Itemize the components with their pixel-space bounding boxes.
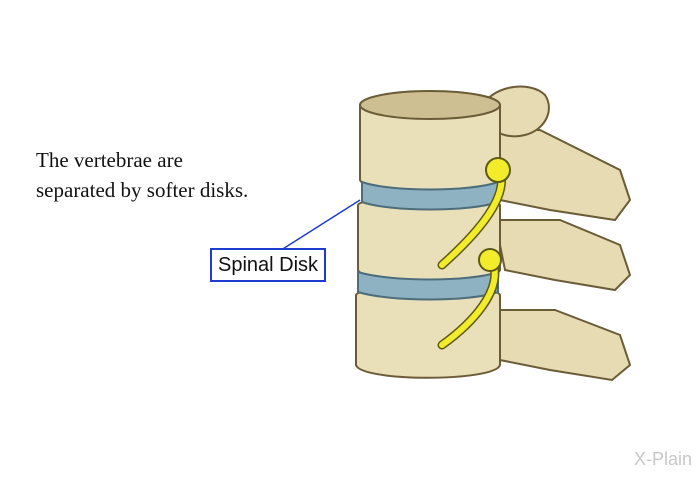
vertebral-bodies (355, 90, 501, 379)
nerve-ganglion-upper (485, 157, 511, 183)
nerve-ganglion-lower (478, 248, 502, 272)
description-line-1: The vertebrae are (36, 148, 183, 172)
x-plain-logo: X-Plain (633, 449, 692, 469)
spinous-processes (478, 85, 632, 382)
description-line-2: separated by softer disks. (36, 178, 249, 202)
description-text: The vertebrae are separated by softer di… (36, 145, 336, 205)
spinal-disk-label: Spinal Disk (210, 248, 327, 282)
spine-illustration (355, 85, 632, 382)
